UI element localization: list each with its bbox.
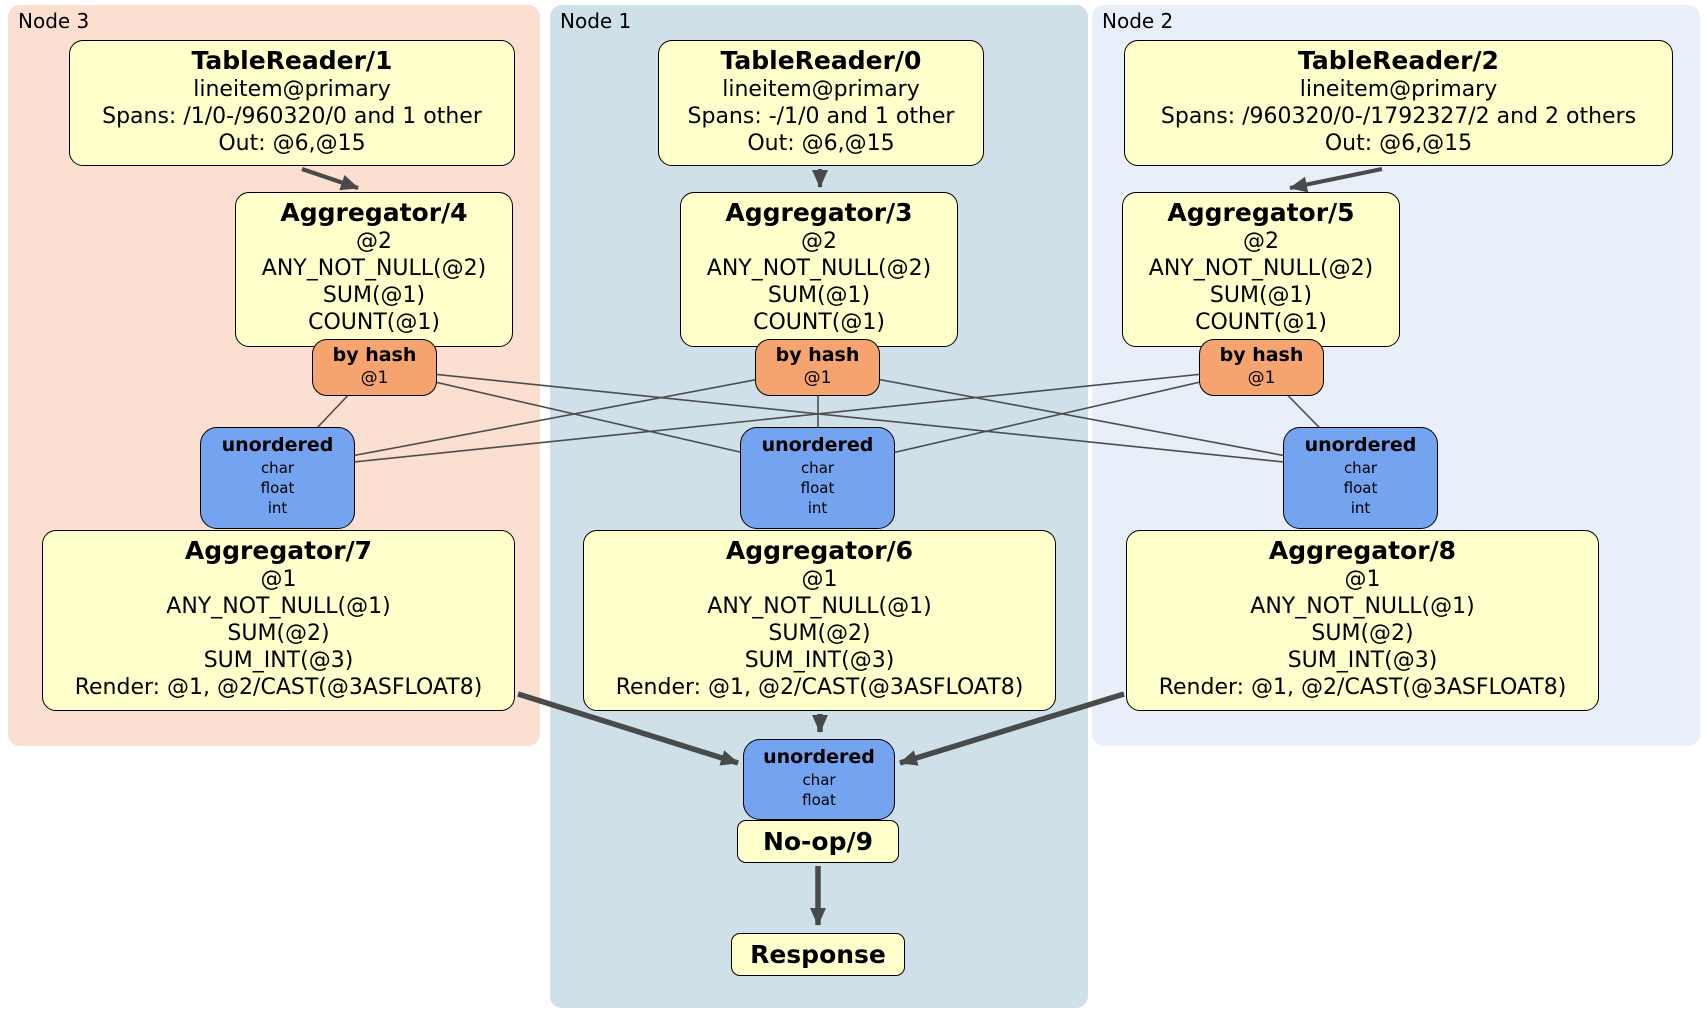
node1-label: Node 1 (560, 9, 632, 33)
node3-label: Node 3 (18, 9, 90, 33)
tablereader-0-box: TableReader/0 lineitem@primary Spans: -/… (658, 40, 984, 166)
box-title: Aggregator/6 (725, 536, 914, 565)
unordered-sync-node1-box: unordered char float int (740, 427, 895, 529)
box-title: TableReader/2 (1298, 46, 1499, 75)
box-title: Aggregator/7 (184, 536, 373, 565)
node2-label: Node 2 (1102, 9, 1174, 33)
hash-router-node2-box: by hash @1 (1199, 339, 1324, 396)
hash-router-node1-box: by hash @1 (755, 339, 880, 396)
unordered-sync-node2-box: unordered char float int (1283, 427, 1438, 529)
box-title: Aggregator/8 (1268, 536, 1457, 565)
aggregator-6-box: Aggregator/6 @1 ANY_NOT_NULL(@1) SUM(@2)… (583, 530, 1056, 711)
tablereader-1-box: TableReader/1 lineitem@primary Spans: /1… (69, 40, 515, 166)
noop-box: No-op/9 (737, 820, 899, 863)
aggregator-4-box: Aggregator/4 @2 ANY_NOT_NULL(@2) SUM(@1)… (235, 192, 513, 347)
unordered-sync-node3-box: unordered char float int (200, 427, 355, 529)
tablereader-aggregator-arrows (301, 166, 1383, 193)
unordered-sync-final-box: unordered char float (743, 739, 895, 820)
box-title: TableReader/1 (191, 46, 393, 75)
aggregator-5-box: Aggregator/5 @2 ANY_NOT_NULL(@2) SUM(@1)… (1122, 192, 1400, 347)
box-title: Aggregator/4 (280, 198, 468, 227)
box-title: Aggregator/5 (1167, 198, 1355, 227)
response-box: Response (731, 933, 905, 976)
hash-router-node3-box: by hash @1 (312, 339, 437, 396)
aggregator-3-box: Aggregator/3 @2 ANY_NOT_NULL(@2) SUM(@1)… (680, 192, 958, 347)
aggregator-8-box: Aggregator/8 @1 ANY_NOT_NULL(@1) SUM(@2)… (1126, 530, 1599, 711)
box-title: TableReader/0 (720, 46, 922, 75)
aggregator-7-box: Aggregator/7 @1 ANY_NOT_NULL(@1) SUM(@2)… (42, 530, 515, 711)
tablereader-2-box: TableReader/2 lineitem@primary Spans: /9… (1124, 40, 1673, 166)
final-merge-arrows (517, 691, 1125, 926)
box-title: Aggregator/3 (725, 198, 913, 227)
